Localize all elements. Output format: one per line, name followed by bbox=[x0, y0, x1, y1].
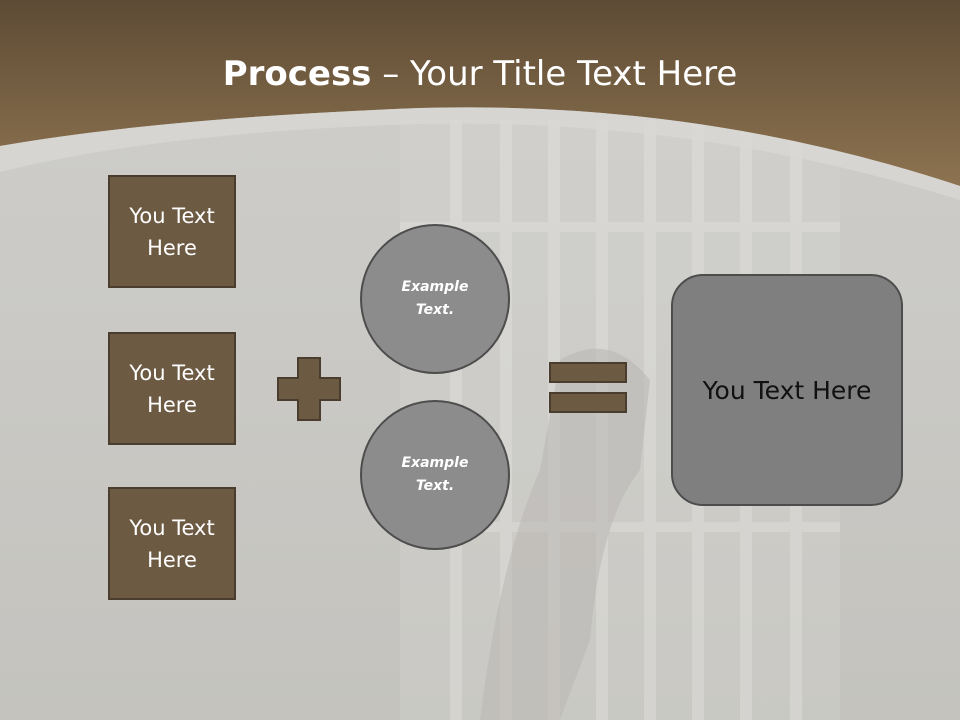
figure-silhouette bbox=[480, 348, 650, 720]
circle-label: Example Text. bbox=[401, 279, 469, 318]
title-bold-part: Process bbox=[222, 54, 372, 94]
input-box-3: You Text Here bbox=[108, 487, 236, 600]
result-box: You Text Here bbox=[671, 274, 903, 506]
plus-icon bbox=[277, 357, 341, 421]
title-rest-part: – Your Title Text Here bbox=[371, 54, 738, 94]
example-circle-2: Example Text. bbox=[360, 400, 510, 550]
input-box-1: You Text Here bbox=[108, 175, 236, 288]
circle-label: Example Text. bbox=[401, 455, 469, 494]
equals-bar-top bbox=[549, 362, 627, 383]
result-box-label: You Text Here bbox=[702, 375, 872, 405]
input-box-label: You Text Here bbox=[129, 203, 215, 260]
example-circle-1: Example Text. bbox=[360, 224, 510, 374]
header-swoosh bbox=[0, 107, 960, 200]
input-box-2: You Text Here bbox=[108, 332, 236, 445]
input-box-label: You Text Here bbox=[129, 360, 215, 417]
input-box-label: You Text Here bbox=[129, 515, 215, 572]
slide-title: Process – Your Title Text Here bbox=[0, 52, 960, 96]
header-band bbox=[0, 0, 960, 186]
equals-bar-bottom bbox=[549, 392, 627, 413]
